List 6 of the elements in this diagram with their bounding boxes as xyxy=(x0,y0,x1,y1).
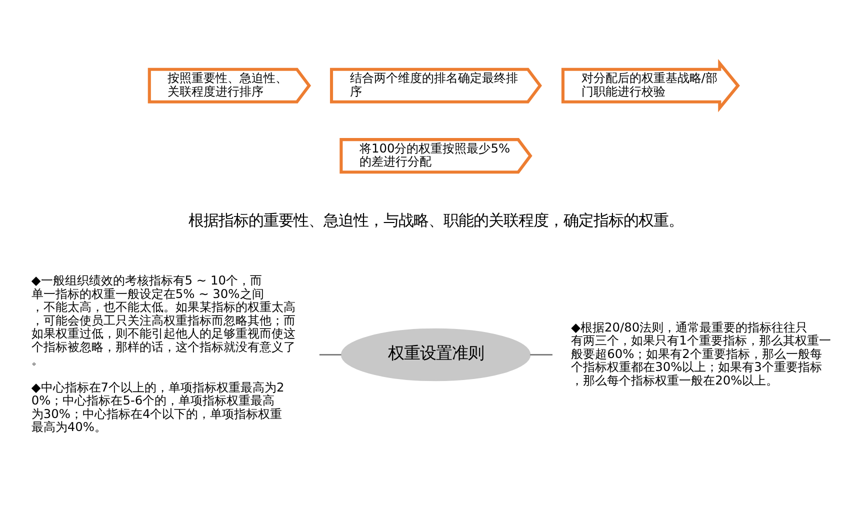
connector xyxy=(318,353,341,355)
label: 根据指标的重要性、急迫性，与战略、职能的关联程度，确定指标的权重。 xyxy=(188,211,683,230)
node-text: ◆一般组织绩效的考核指标有5 ~ 10个，而单一指标的权重一般设定在5% ~ 30%之间，不能太高，也不能太低。如果某指标的权重太高，可能会使员工只关注高权重指标而忽略其他；而如果权重过低，则不能引起他人的足够重视而使这个指标被忽略，那样的话，这个指标就没有意义了。 ◆中心指标在7个以上的，单项指标权重最高为20%；中心指标在5-6个的，单项指标权重最高为30%；中心指标在4个以下的，单项指标权重最高为40%。 xyxy=(30,273,295,434)
connector xyxy=(530,353,552,355)
node-ellipse: 权重设置准则 xyxy=(340,328,530,381)
node-text: ◆根据20/80法则，通常最重要的指标往往只有两三个，如果只有1个重要指标，那么其权重一般要超60%；如果有2个重要指标，那么一般每个指标权重都在30%以上；如果有3个重要指标，那么每个指标权重一般在20%以上。 xyxy=(570,320,830,387)
